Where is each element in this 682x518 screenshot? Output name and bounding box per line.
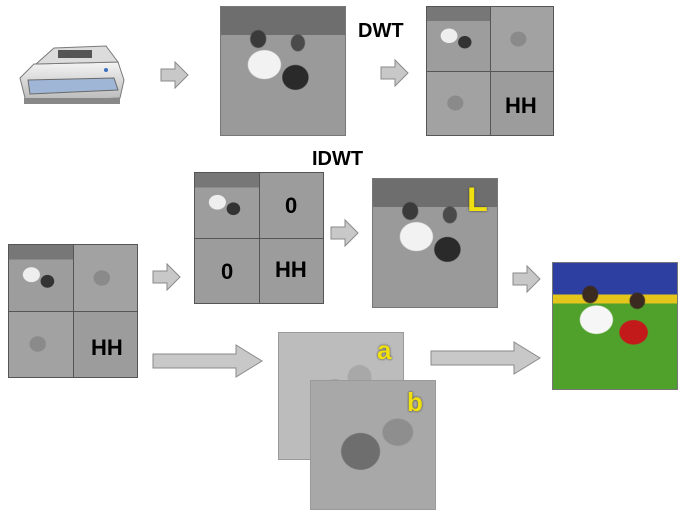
reconstructed-image: L [372,178,498,308]
ll-subband [195,173,259,238]
long-right-arrow-icon [430,341,541,375]
right-arrow-icon [380,58,409,88]
right-arrow-icon [512,264,541,294]
hh-subband [259,238,323,303]
zero-label: 0 [285,193,298,218]
hh-label: HH [275,257,307,282]
zero-hl-subband [195,238,259,303]
right-arrow-icon [160,60,189,90]
ll-subband [427,7,490,71]
hl-subband [9,311,73,377]
long-right-arrow-icon [152,344,263,378]
right-arrow-icon [152,262,181,292]
zero-label: 0 [221,259,234,284]
dwt-decomposition-top: HH [426,6,554,136]
label-b: b [407,387,423,417]
ll-subband [9,245,73,311]
hh-label: HH [505,93,537,118]
grayscale-image [220,6,346,136]
dwt-label: DWT [358,20,404,42]
idwt-label: IDWT [312,148,364,170]
zeroed-decomposition: 0 0 HH [194,172,324,304]
watermark-letter-L: L [467,181,488,219]
faded-image-b: b [310,380,436,510]
hh-subband [73,311,137,377]
hh-subband [490,71,553,135]
scanner-icon [19,45,125,104]
zero-lh-subband [259,173,323,238]
hh-label: HH [91,335,123,360]
right-arrow-icon [330,218,359,248]
lh-subband [73,245,137,311]
color-image [552,262,678,390]
hl-subband [427,71,490,135]
label-a: a [377,335,392,365]
dwt-decomposition-left: HH [8,244,138,378]
lh-subband [490,7,553,71]
